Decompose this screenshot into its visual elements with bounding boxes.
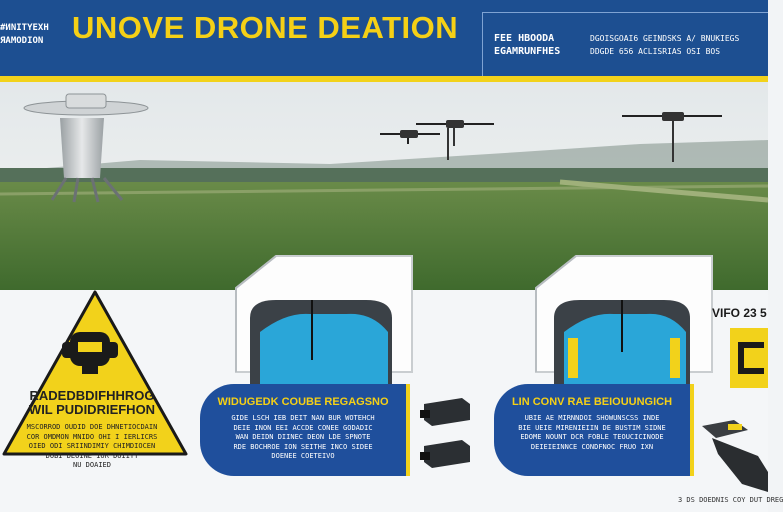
drone-module-icons	[420, 398, 470, 468]
caption-line: GIDE LSCH IEB DEIT NAN BUR WOTEHCH	[231, 414, 375, 422]
header-info-left: FEE HBOODA ЕGAMRUNFHES	[494, 32, 560, 58]
header-banner	[0, 0, 768, 78]
drone-icon	[416, 120, 494, 160]
header-info-left-line: FEE HBOODA	[494, 33, 555, 44]
warning-body-line: DOBI DEOINE IOR DOIITT	[45, 451, 139, 460]
warning-body-line: MSCORROD OUDID DOE DHNETIOCDAIN	[26, 423, 158, 431]
page-title: UNOVE DRONE DEATION	[72, 10, 459, 45]
drone-bay-glow	[260, 313, 388, 392]
arrow-icon	[738, 342, 764, 374]
station-2-heading: LIN CONV RAE BEIOUUNGICH	[511, 396, 673, 408]
warning-body-line: COR OMDMON MNIDO OHI I IERLICRS	[26, 432, 158, 441]
caption-line: DEIEIEINNCE CONDFNOC FRUO IXN	[530, 442, 654, 451]
station-2-body: UBIE AE MIRNNDOI SHOWUNSCSS INDE BIE UEI…	[494, 414, 690, 452]
station-1-heading: WIDUGEDK COUBE REGAGSNO	[217, 396, 389, 408]
right-callout-label: VIFO 23 5	[712, 306, 767, 320]
warning-heading-line: WIL PUDIDRIEFHON	[28, 402, 156, 417]
header-left-line: #ИNITYEXH	[0, 23, 49, 33]
footer-note: 3 DS DOEDNIS COY DUT DREG	[678, 496, 783, 504]
warning-heading: RADEDBDIFHHROG WIL PUDIDRIEFHON	[12, 389, 172, 417]
hazard-icon	[62, 332, 118, 374]
warning-body-line: OIED ODI SRIINDIMIY CHIMDIOCEN	[28, 442, 156, 450]
charging-station-1	[235, 255, 413, 392]
drone-module-icon	[420, 440, 470, 468]
caption-line: RDE BOCHROE ION SEITHE INCO SIDEE	[233, 442, 373, 451]
warning-heading-line: RADEDBDIFHHROG	[29, 388, 155, 403]
drone-icon	[622, 112, 722, 162]
header-stripe	[0, 76, 768, 82]
caption-line: UBIE AE MIRNNDOI SHOWUNSCSS INDE	[524, 414, 660, 422]
drone-module-icon	[420, 398, 470, 426]
caption-line: BIE UEIE MIRENIEIIN DE BUSTIM SIDNE	[518, 423, 666, 432]
drone-controller-icon	[702, 420, 768, 492]
warning-body: MSCORROD OUDID DOE DHNETIOCDAIN COR OMDM…	[12, 423, 172, 471]
caption-line: WAN DEIDN DIINEC DEON LDE SPNOTE	[235, 433, 371, 441]
caption-line: DOENEE COETEIVO	[271, 452, 335, 460]
header-info-left-line: ЕGAMRUNFHES	[494, 46, 561, 57]
right-callout-box	[730, 328, 768, 388]
station-1-body: GIDE LSCH IEB DEIT NAN BUR WOTEHCH DEIE …	[200, 414, 406, 462]
perimeter-fence	[0, 168, 768, 182]
header-left-line: ЯAMODION	[0, 36, 44, 46]
drone-bay-glow	[564, 313, 686, 392]
station-1-caption: WIDUGEDK COUBE REGAGSNO GIDE LSCH IEB DE…	[200, 384, 410, 476]
warning-body-line: NU DOAIED	[73, 461, 111, 469]
header-info-right-line: DGOISGOAI6 GEINDSKS A/ BNUKIEGS	[590, 34, 740, 43]
warning-text: RADEDBDIFHHROG WIL PUDIDRIEFHON MSCORROD…	[12, 389, 172, 471]
header-left-label: #ИNITYEXH ЯAMODION	[0, 22, 62, 48]
header-info-right: DGOISGOAI6 GEINDSKS A/ BNUKIEGS DDGDE 65…	[590, 32, 768, 58]
charging-station-2	[535, 255, 713, 392]
warning-sign	[2, 290, 188, 456]
header-info-right-line: DDGDE 656 ACLISRIAS OSI BOS	[590, 47, 721, 56]
station-2-caption: LIN CONV RAE BEIOUUNGICH UBIE AE MIRNNDO…	[494, 384, 694, 476]
caption-line: DEIE INON EEI ACCDE CONEE GODADIC	[233, 423, 373, 432]
drone-icon	[380, 130, 440, 144]
field-track	[559, 179, 769, 203]
header-info-box	[482, 12, 768, 76]
landing-tower-icon	[23, 93, 149, 203]
caption-line: EDOME NOUNT DCR FOBLE TEOUCICINODE	[520, 433, 664, 441]
